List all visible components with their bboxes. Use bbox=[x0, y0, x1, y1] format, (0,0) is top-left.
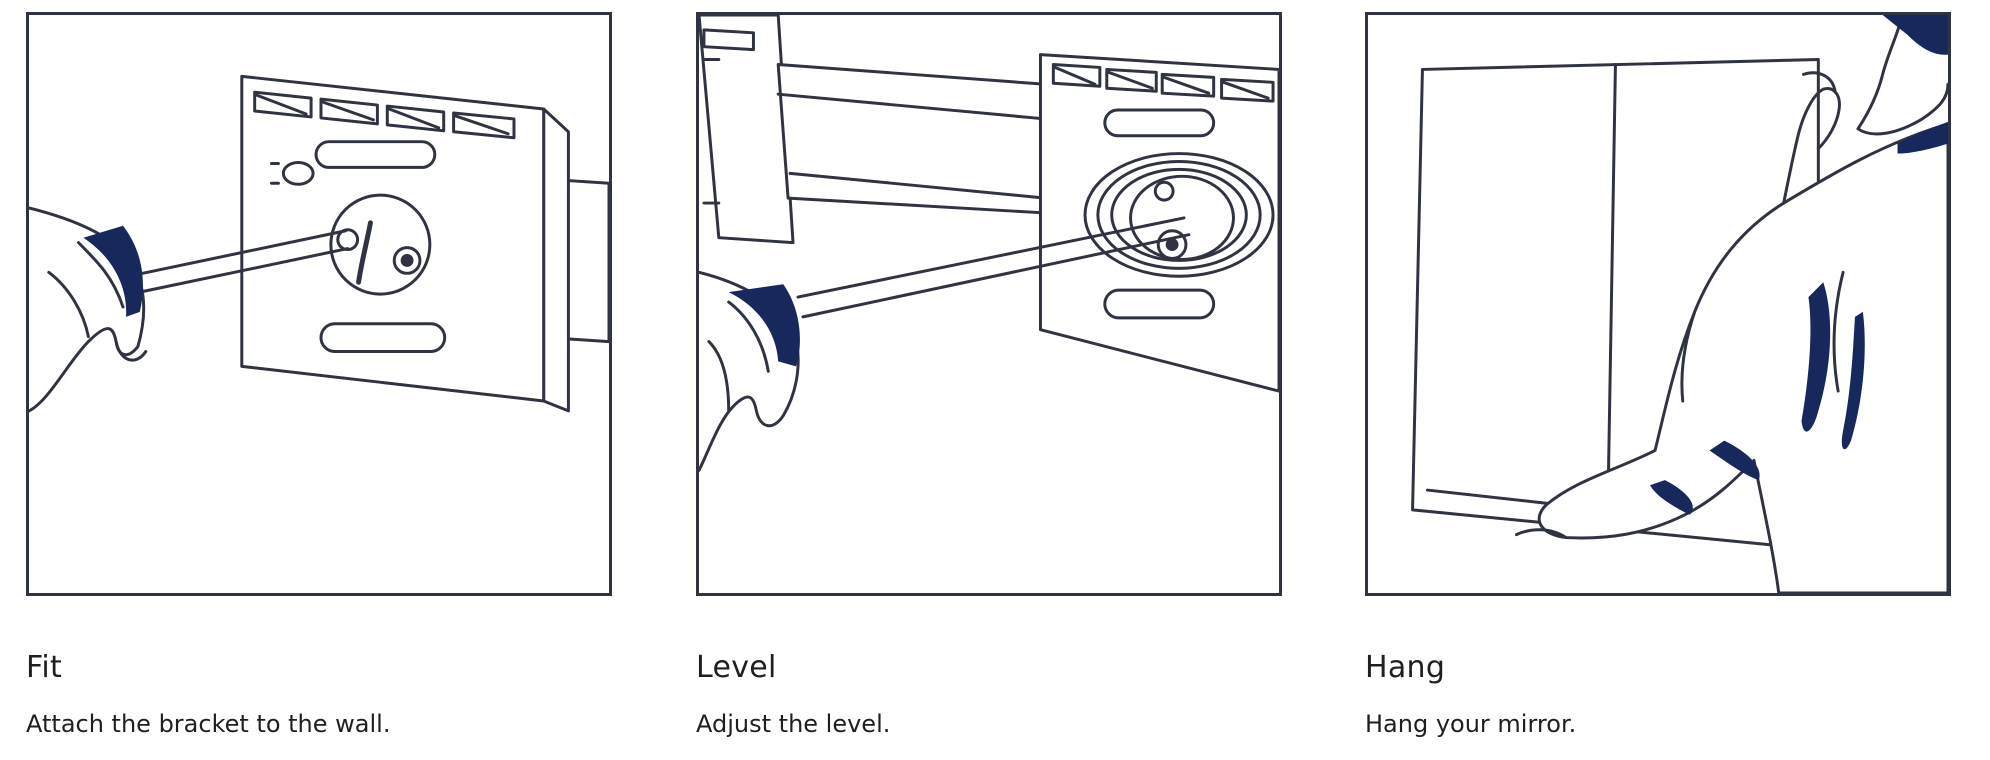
illustration-fit bbox=[26, 12, 612, 596]
step-description: Attach the bracket to the wall. bbox=[26, 710, 391, 738]
step-title: Fit bbox=[26, 650, 63, 685]
level-adjust-illustration bbox=[699, 15, 1279, 472]
step-title: Hang bbox=[1365, 650, 1446, 685]
step-title: Level bbox=[696, 650, 777, 685]
illustration-hang bbox=[1365, 12, 1951, 596]
step-description: Hang your mirror. bbox=[1365, 710, 1577, 738]
hang-mirror-illustration bbox=[1411, 15, 1948, 593]
illustration-level bbox=[696, 12, 1282, 596]
step-description: Adjust the level. bbox=[696, 710, 891, 738]
bracket-screwdriver-illustration bbox=[29, 74, 609, 413]
